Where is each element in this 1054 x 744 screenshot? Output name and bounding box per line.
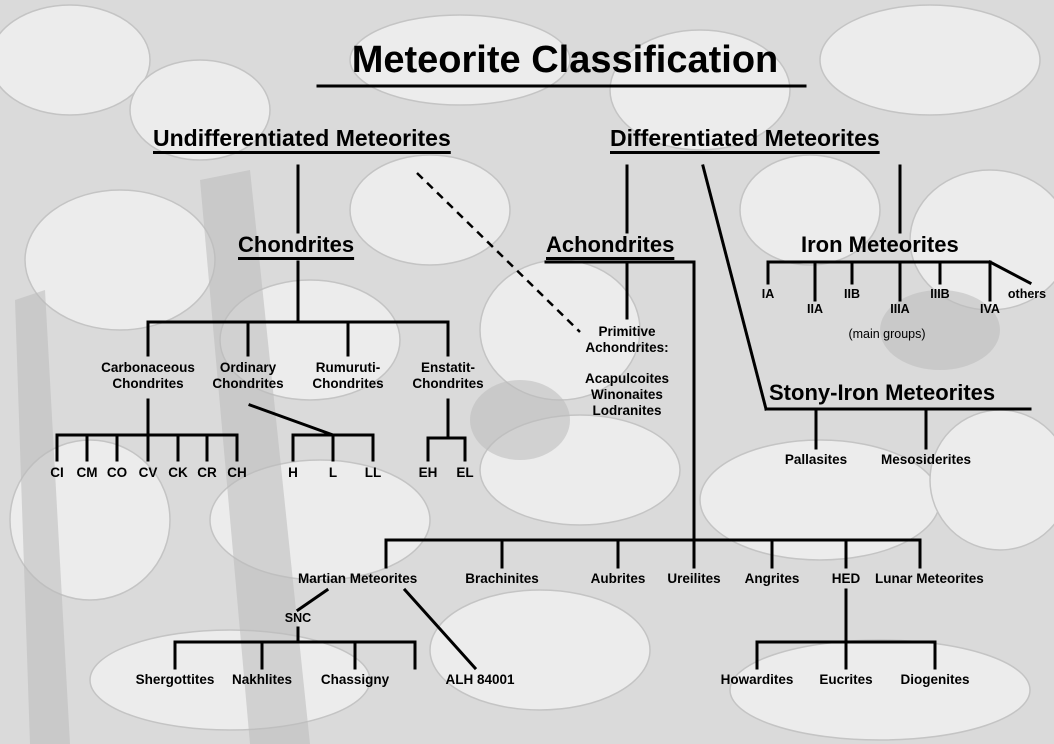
carbonaceous-chondrites-label: Carbonaceous Chondrites bbox=[88, 360, 208, 392]
label-line: Chondrites bbox=[212, 376, 284, 392]
label-line: Primitive bbox=[598, 324, 656, 339]
pallasites-label: Pallasites bbox=[784, 452, 848, 467]
undifferentiated-heading: Undifferentiated Meteorites bbox=[153, 125, 451, 151]
class-ll: LL bbox=[364, 465, 382, 480]
hed-label: HED bbox=[831, 571, 861, 586]
member-winonaites: Winonaites bbox=[591, 387, 663, 403]
class-ck: CK bbox=[168, 465, 188, 480]
iron-group-ia: IA bbox=[761, 287, 775, 301]
class-ch: CH bbox=[227, 465, 247, 480]
class-co: CO bbox=[106, 465, 128, 480]
ordinary-chondrites-label: Ordinary Chondrites bbox=[198, 360, 298, 392]
chondrites-heading: Chondrites bbox=[238, 232, 355, 257]
class-h: H bbox=[288, 465, 298, 480]
snc-label: SNC bbox=[284, 611, 312, 625]
class-ci: CI bbox=[50, 465, 64, 480]
enstatit-chondrites-label: Enstatit- Chondrites bbox=[398, 360, 498, 392]
rumuruti-chondrites-label: Rumuruti- Chondrites bbox=[298, 360, 398, 392]
class-l: L bbox=[328, 465, 338, 480]
mesosiderites-label: Mesosiderites bbox=[880, 452, 972, 467]
class-el: EL bbox=[456, 465, 474, 480]
label-line: Chondrites bbox=[112, 376, 184, 392]
iron-group-others: others bbox=[1007, 287, 1047, 301]
iron-group-iiib: IIIB bbox=[930, 287, 950, 301]
class-cr: CR bbox=[197, 465, 217, 480]
label-line: Enstatit- bbox=[421, 360, 475, 375]
iron-meteorites-heading: Iron Meteorites bbox=[801, 232, 959, 257]
primitive-achondrites-members: Acapulcoites Winonaites Lodranites bbox=[567, 371, 687, 420]
iron-main-groups-note: (main groups) bbox=[848, 327, 926, 341]
iron-group-iva: IVA bbox=[980, 302, 1000, 316]
martian-meteorites-label: Martian Meteorites bbox=[298, 571, 418, 586]
class-cm: CM bbox=[76, 465, 98, 480]
label-line: Achondrites: bbox=[585, 340, 669, 356]
label-line: Chondrites bbox=[412, 376, 484, 392]
label-line: Rumuruti- bbox=[315, 360, 381, 375]
martian-to-alh-line bbox=[402, 587, 478, 671]
aubrites-label: Aubrites bbox=[590, 571, 646, 586]
alh-84001-label: ALH 84001 bbox=[445, 672, 515, 687]
iron-group-iib: IIB bbox=[844, 287, 860, 301]
lunar-meteorites-label: Lunar Meteorites bbox=[875, 571, 984, 586]
differentiated-heading: Differentiated Meteorites bbox=[610, 125, 880, 151]
page-title: Meteorite Classification bbox=[351, 39, 779, 81]
iron-group-iia: IIA bbox=[807, 302, 823, 316]
achondrites-heading: Achondrites bbox=[546, 232, 675, 257]
diogenites-label: Diogenites bbox=[900, 672, 970, 687]
class-eh: EH bbox=[418, 465, 438, 480]
ureilites-label: Ureilites bbox=[667, 571, 721, 586]
label-line: Ordinary bbox=[219, 360, 277, 375]
chassigny-label: Chassigny bbox=[320, 672, 390, 687]
shergottites-label: Shergottites bbox=[135, 672, 215, 687]
member-acapulcoites: Acapulcoites bbox=[584, 371, 670, 386]
nakhlites-label: Nakhlites bbox=[231, 672, 293, 687]
primitive-achondrites-label: Primitive Achondrites: bbox=[567, 324, 687, 356]
howardites-label: Howardites bbox=[720, 672, 794, 687]
eucrites-label: Eucrites bbox=[819, 672, 873, 687]
undiff-to-primitive-dashed-line bbox=[416, 172, 581, 333]
class-cv: CV bbox=[138, 465, 158, 480]
angrites-label: Angrites bbox=[744, 571, 800, 586]
iron-group-iiia: IIIA bbox=[890, 302, 910, 316]
label-line: Carbonaceous bbox=[101, 360, 195, 375]
stony-iron-heading: Stony-Iron Meteorites bbox=[769, 380, 996, 405]
brachinites-label: Brachinites bbox=[465, 571, 539, 586]
label-line: Chondrites bbox=[312, 376, 384, 392]
diff-to-stony-iron-line bbox=[701, 164, 768, 411]
member-lodranites: Lodranites bbox=[592, 403, 662, 419]
